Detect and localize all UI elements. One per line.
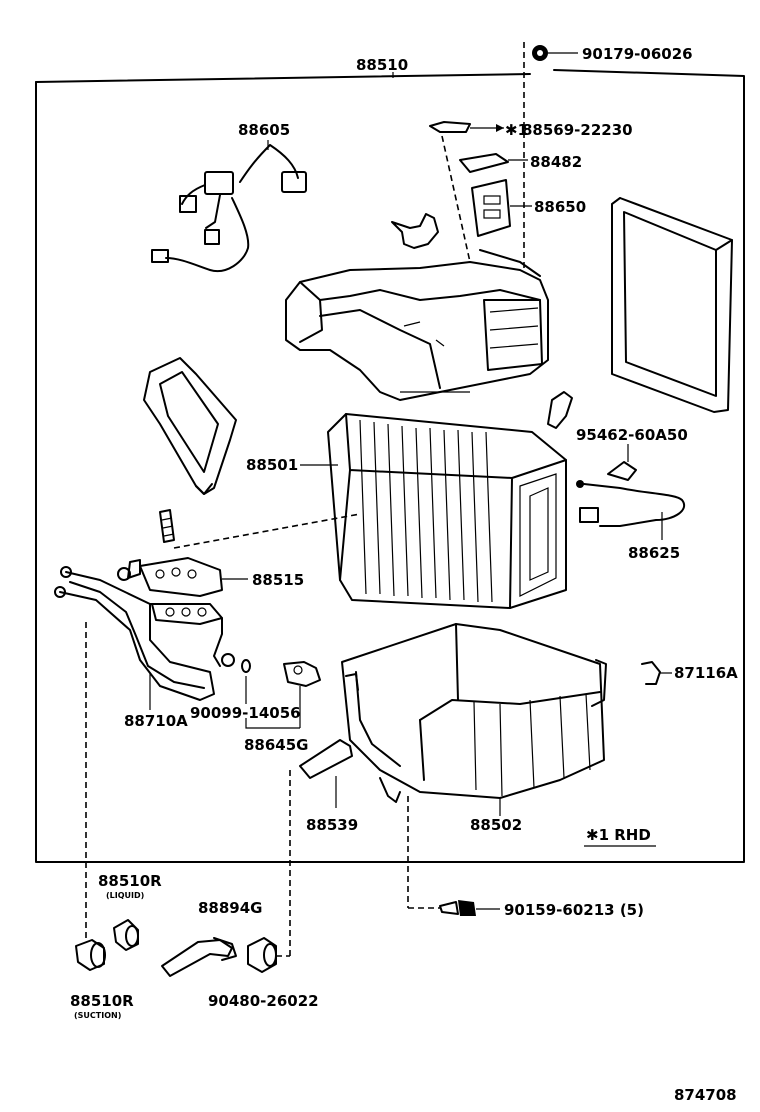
label-grommet-liquid: 88510R [98,872,162,890]
label-cover: 88482 [530,153,582,171]
packing-88515 [117,557,248,597]
drain-hose-88539 [289,739,353,956]
label-drain-hose: 88539 [306,816,358,834]
label-grommet-suction: 88510R [70,992,134,1010]
grommet-suction-88510R [75,622,106,971]
label-hose: 88894G [198,899,263,917]
label-harness: 88605 [238,121,290,139]
grommet-liquid-88510R [113,919,139,951]
label-evaporator: 88501 [246,456,298,474]
label-sensor-clip: 95462-60A50 [576,426,688,444]
lower-case-88502 [341,623,607,816]
clamp-87116A [641,661,672,685]
hose-88894G [161,937,237,977]
label-thermistor: 88625 [628,544,680,562]
label-oring: 90099-14056 [190,704,301,722]
o-ring-90099 [241,659,251,704]
amplifier-88650 [471,179,532,237]
grommet-90480 [247,937,290,973]
label-bracket-clip: 88569-22230 [522,121,633,139]
sensor-clip [547,391,637,481]
label-nut: 90179-06026 [582,45,693,63]
label-pressure-switch: 88645G [244,736,309,754]
evaporator-88501 [300,413,567,609]
harness-88605 [151,140,307,273]
label-liquid-note: (LIQUID) [106,891,144,900]
label-grommet: 90480-26022 [208,992,319,1010]
label-suction-note: (SUCTION) [74,1011,121,1020]
expansion-valve-88710A [54,566,235,710]
assembly-frame [35,69,745,863]
upper-case [285,249,549,401]
label-packing: 88515 [252,571,304,589]
label-drawing-no: 874708 [674,1086,737,1104]
nut-90179 [523,42,578,270]
label-amplifier: 88650 [534,198,586,216]
label-bracket-mark: ✱1 [505,121,528,139]
label-rhd: ✱1 RHD [586,826,651,844]
label-lower-case: 88502 [470,816,522,834]
screw-90159 [407,796,500,916]
bolt [159,509,361,549]
label-ex-valve: 88710A [124,712,188,730]
cover-88482 [459,153,528,173]
pressure-switch-88645G [245,661,321,729]
side-bracket [143,357,237,495]
thermistor-88625 [576,480,685,540]
bracket-clip [429,121,504,263]
label-screw: 90159-60213 (5) [504,901,644,919]
label-clamp: 87116A [674,664,738,682]
bracket [391,213,439,249]
seal-frame [611,197,733,413]
label-assy: 88510 [356,56,408,74]
